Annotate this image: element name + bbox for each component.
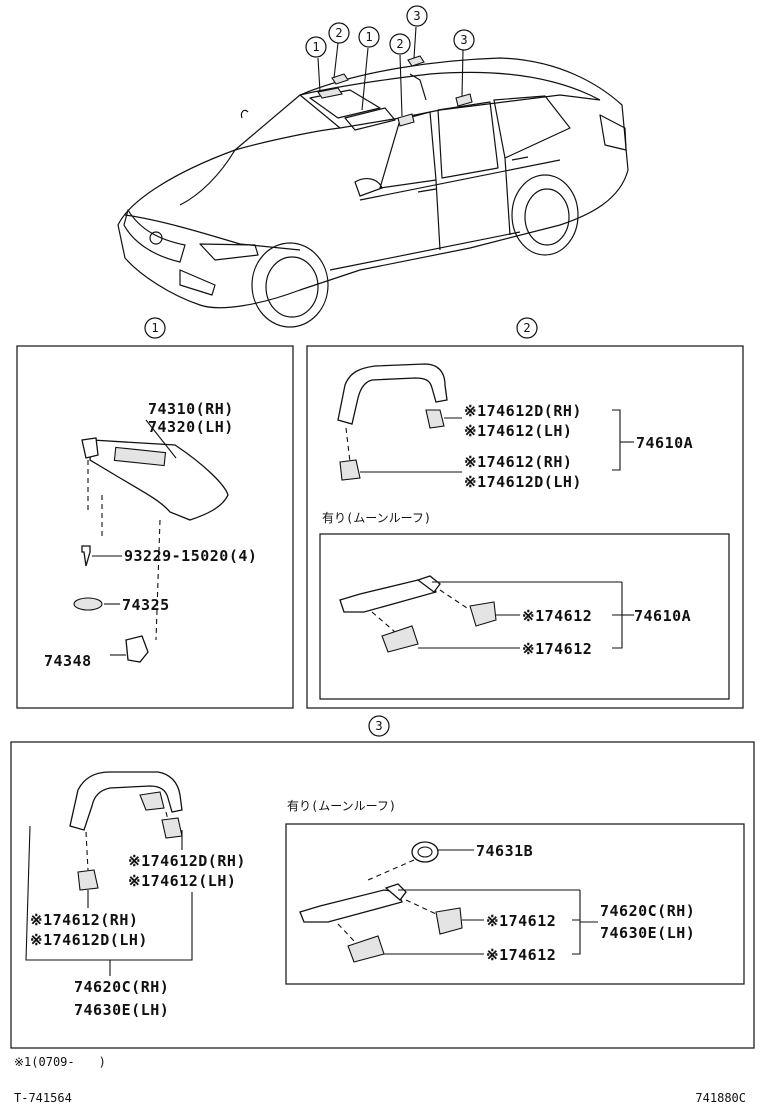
callout-circle: [328, 22, 350, 44]
screw-label: 93229-15020(4): [124, 547, 257, 565]
rear-moonroof-cap-b-label: ※174612: [486, 946, 556, 964]
rear-moonroof-cap-a-label: ※174612: [486, 912, 556, 930]
rear-moonroof-assy-rh-label: 74620C(RH): [600, 902, 695, 920]
rear-moonroof-sub-frame: [285, 823, 745, 985]
cover-part: [73, 597, 103, 611]
panel-3-frame: [10, 741, 755, 1049]
grip-cap-a-label: ※174612D(RH): [464, 402, 582, 420]
visor-holder-part: [125, 635, 149, 663]
callout-circle: [453, 29, 475, 51]
visor-bracket: [81, 437, 99, 459]
holder-label: 74348: [44, 652, 92, 670]
callout-circle: [389, 33, 411, 55]
rear-cap-lower: [77, 869, 99, 891]
footnote: ※1(0709- ): [14, 1055, 106, 1069]
panel-2-frame: [306, 345, 744, 709]
section-callout-3: 3: [375, 719, 382, 733]
callout-3: 3: [460, 33, 467, 47]
section-callout-circle: [368, 715, 390, 737]
callout-2: 2: [335, 26, 342, 40]
moonroof-grip-clip: [416, 575, 441, 593]
grip-cap-lower: [339, 459, 361, 481]
grip-cap-c-label: ※174612(RH): [464, 453, 572, 471]
rear-cap-upper: [161, 817, 183, 839]
screw-part: [81, 545, 91, 567]
panel-front-grip: ※174612D(RH) ※174612(LH) ※174612(RH) ※17…: [306, 345, 744, 709]
rear-cap-b-label: ※174612(LH): [128, 872, 236, 890]
grip-cap-upper: [425, 409, 445, 429]
rear-grip-clip: [139, 791, 165, 811]
sun-visor-lh-label: 74320(LH): [148, 418, 234, 436]
rear-cap-a-label: ※174612D(RH): [128, 852, 246, 870]
car-callouts: 1 2 1 2 3 3: [305, 5, 475, 58]
diagram-code-left: T-741564: [14, 1091, 72, 1105]
moonroof-assy-label: 74610A: [634, 607, 691, 625]
hook-label: 74631B: [476, 842, 533, 860]
grip-assy-label: 74610A: [636, 434, 693, 452]
panel-1-frame: [16, 345, 294, 709]
section-callout-circle: [516, 317, 538, 339]
moonroof-cap-a-label: ※174612: [522, 607, 592, 625]
diagram-code-right: 741880C: [695, 1091, 746, 1105]
section-callout-2: 2: [523, 321, 530, 335]
rear-assy-rh-label: 74620C(RH): [74, 978, 169, 996]
moonroof-sub-frame: [319, 533, 730, 700]
rear-moonroof-cap-upper: [435, 907, 463, 935]
moonroof-cap-upper: [469, 601, 497, 627]
rear-grip-part: [69, 771, 183, 831]
rear-cap-d-label: ※174612D(LH): [30, 931, 148, 949]
callout-2: 2: [396, 37, 403, 51]
grip-cap-b-label: ※174612(LH): [464, 422, 572, 440]
rear-moonroof-grip-part: [299, 889, 403, 923]
callout-1: 1: [365, 30, 372, 44]
panel-sun-visor: 74310(RH) 74320(LH) 93229-15020(4) 74325…: [16, 345, 294, 709]
rear-assy-lh-label: 74630E(LH): [74, 1001, 169, 1019]
callout-circle: [305, 36, 327, 58]
section-callout-1: 1: [151, 321, 158, 335]
sun-visor-rh-label: 74310(RH): [148, 400, 234, 418]
rear-cap-c-label: ※174612(RH): [30, 911, 138, 929]
vanity-mirror: [113, 446, 167, 467]
moonroof-label: 有り(ムーンルーフ): [322, 511, 431, 525]
moonroof-grip-part: [339, 579, 437, 613]
hook-part: [411, 841, 439, 863]
car-illustration: [117, 26, 629, 328]
callout-circle: [358, 26, 380, 48]
moonroof-cap-lower: [381, 625, 419, 653]
rear-moonroof-grip-clip: [384, 883, 407, 901]
callout-3: 3: [413, 9, 420, 23]
assist-grip-part: [337, 363, 448, 425]
callout-circle: [406, 5, 428, 27]
section-callout-circle: [144, 317, 166, 339]
rear-moonroof-assy-lh-label: 74630E(LH): [600, 924, 695, 942]
moonroof-cap-b-label: ※174612: [522, 640, 592, 658]
panel-rear-grip: ※174612D(RH) ※174612(LH) ※174612(RH) ※17…: [10, 741, 755, 1049]
cover-label: 74325: [122, 596, 170, 614]
callout-1: 1: [312, 40, 319, 54]
grip-cap-d-label: ※174612D(LH): [464, 473, 582, 491]
rear-moonroof-label: 有り(ムーンルーフ): [287, 799, 396, 813]
